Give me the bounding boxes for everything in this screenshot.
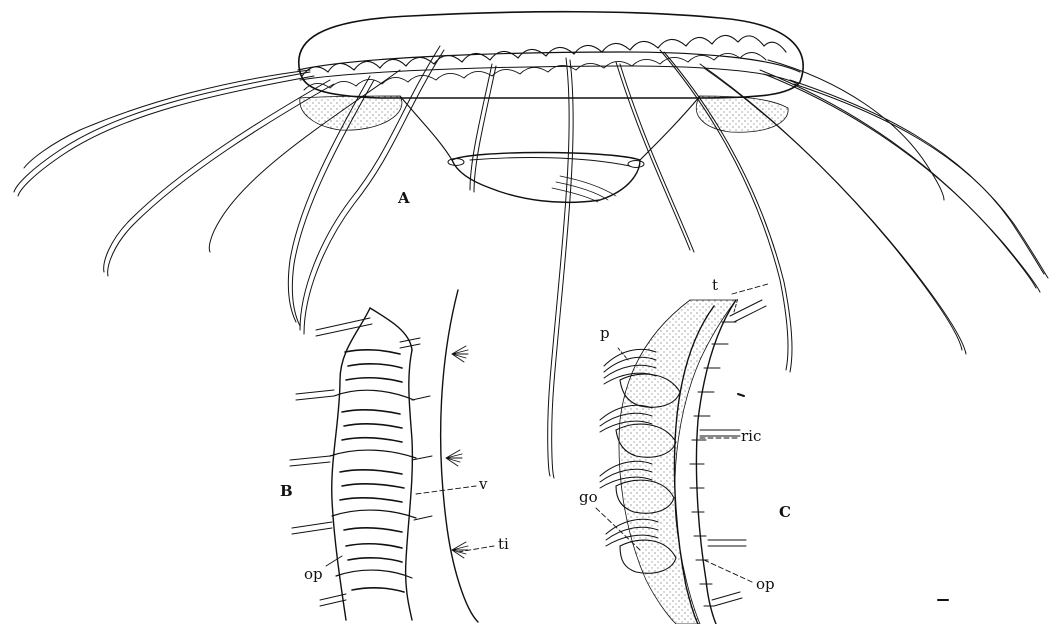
leader-op-c <box>704 560 752 582</box>
tentacle-stubs-c <box>700 300 766 606</box>
margin-outer-edge <box>332 308 370 620</box>
ring-canal-region <box>619 300 736 624</box>
tentacle-bulbs <box>446 346 468 558</box>
label-go: go <box>579 490 598 505</box>
label-v: v <box>479 477 487 492</box>
figure-label-a: A <box>398 191 410 206</box>
manubrium <box>452 153 640 203</box>
leader-op-b <box>326 556 342 566</box>
velum-curve <box>441 290 478 622</box>
velum-left <box>300 96 402 130</box>
margin-inner-edge <box>406 350 413 620</box>
label-ric: ric <box>741 429 761 444</box>
leader-v <box>416 486 476 494</box>
label-t: t <box>712 278 718 293</box>
label-ti: ti <box>498 537 509 552</box>
bell-margin-band <box>298 52 800 72</box>
marginal-canal-stripes <box>340 350 404 592</box>
tentacles <box>14 46 1048 478</box>
figure-a-medusa <box>14 12 1048 478</box>
figure-label-c: C <box>779 505 791 520</box>
label-op-b: op <box>304 567 323 582</box>
figure-label-b: B <box>280 484 293 499</box>
leader-p <box>618 348 628 360</box>
figure-c-margin <box>596 284 948 624</box>
leader-t <box>732 284 768 294</box>
label-p: p <box>600 326 610 341</box>
label-op-c: op <box>756 577 775 592</box>
